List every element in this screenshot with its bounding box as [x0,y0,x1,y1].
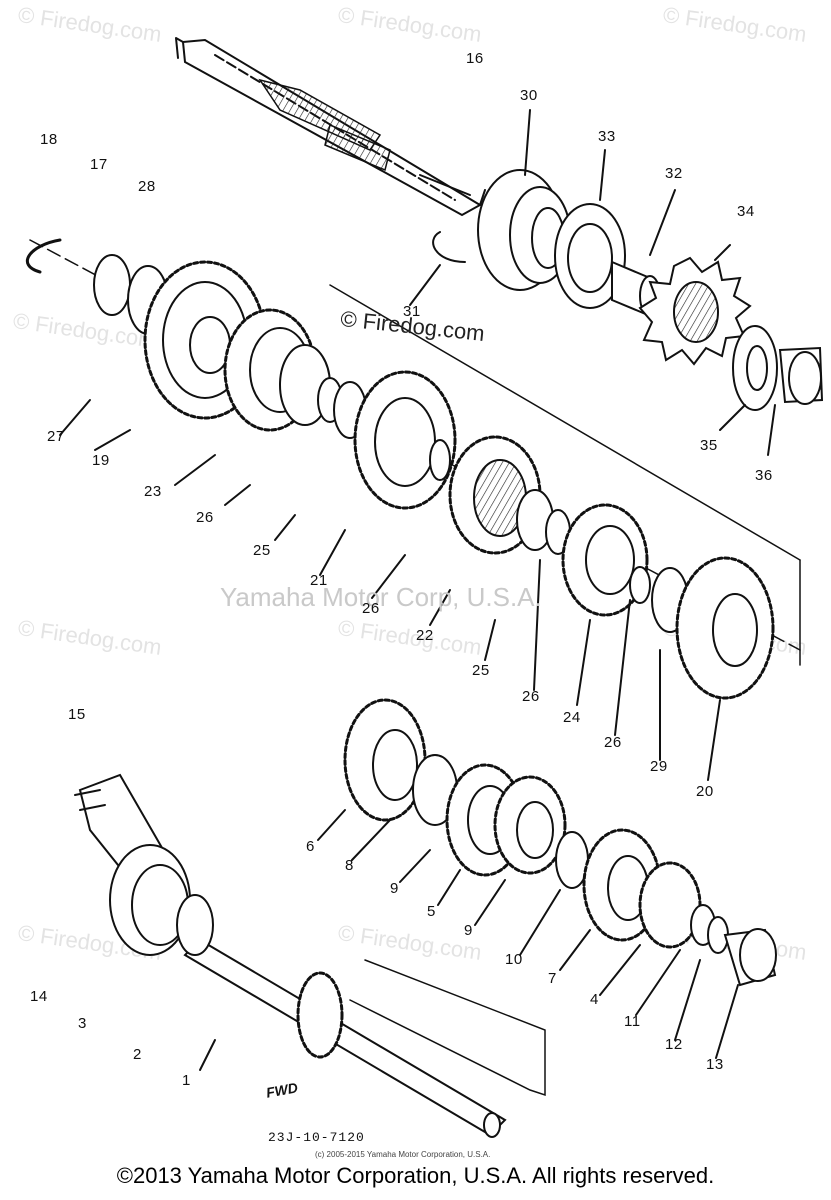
callout-18: 18 [40,131,58,148]
callout-26b: 26 [362,600,380,617]
callout-31: 31 [403,303,421,320]
callout-11: 11 [624,1013,641,1030]
lock-washer-35 [732,325,778,411]
callout-28: 28 [138,178,156,195]
callout-23: 23 [144,483,162,500]
callout-9b: 9 [464,922,473,939]
callout-27: 27 [47,428,65,445]
callout-3: 3 [78,1015,87,1032]
callout-6: 6 [306,838,315,855]
callout-25b: 25 [472,662,490,679]
callout-24: 24 [563,709,581,726]
callout-29: 29 [650,758,668,775]
washer-17 [93,254,131,316]
callout-19: 19 [92,452,110,469]
callout-13: 13 [706,1056,724,1073]
oil-seal-33 [554,203,626,309]
callout-7: 7 [548,970,557,987]
gear-24 [561,503,649,617]
gear-9 [493,775,567,875]
callout-15: 15 [68,706,86,723]
callout-16: 16 [466,50,484,67]
callout-1: 1 [182,1072,191,1089]
callout-26c: 26 [522,688,540,705]
gear-21 [353,370,457,510]
callout-25: 25 [253,542,271,559]
callout-14: 14 [30,988,48,1005]
circlip-31 [432,231,466,263]
callout-26: 26 [196,509,214,526]
main-axle [175,37,482,217]
watermark-brand: Yamaha Motor Corp, U.S.A. [220,582,542,612]
callout-8: 8 [345,857,354,874]
gear-20 [675,556,775,700]
bearing-14 [74,773,214,956]
callout-26d: 26 [604,734,622,751]
gear-4 [638,861,702,949]
callout-17: 17 [90,156,108,173]
diagram-code: 23J-10-7120 [268,1130,365,1145]
callout-9: 9 [390,880,399,897]
callout-32: 32 [665,165,683,182]
callout-10: 10 [505,951,523,968]
callout-12: 12 [665,1036,683,1053]
circlip-18 [26,238,62,274]
callout-20: 20 [696,783,714,800]
drive-sprocket-34 [638,256,752,366]
nut-36 [778,346,824,405]
callout-33: 33 [598,128,616,145]
washer-10 [555,831,589,889]
callout-4: 4 [590,991,599,1008]
bearing-13 [723,928,777,987]
gear-6 [343,698,427,822]
small-copyright: (c) 2005-2015 Yamaha Motor Corporation, … [315,1150,491,1159]
callout-2: 2 [133,1046,142,1063]
main-axle-lower [183,938,546,1138]
copyright-footer: ©2013 Yamaha Motor Corporation, U.S.A. A… [116,1163,715,1188]
callout-35: 35 [700,437,718,454]
circlip-26b [429,439,451,481]
callout-36: 36 [755,467,773,484]
circlip-26d [629,566,651,604]
callout-5: 5 [427,903,436,920]
callout-21: 21 [310,572,328,589]
callout-22: 22 [416,627,434,644]
callout-34: 34 [737,203,755,220]
callout-30: 30 [520,87,538,104]
